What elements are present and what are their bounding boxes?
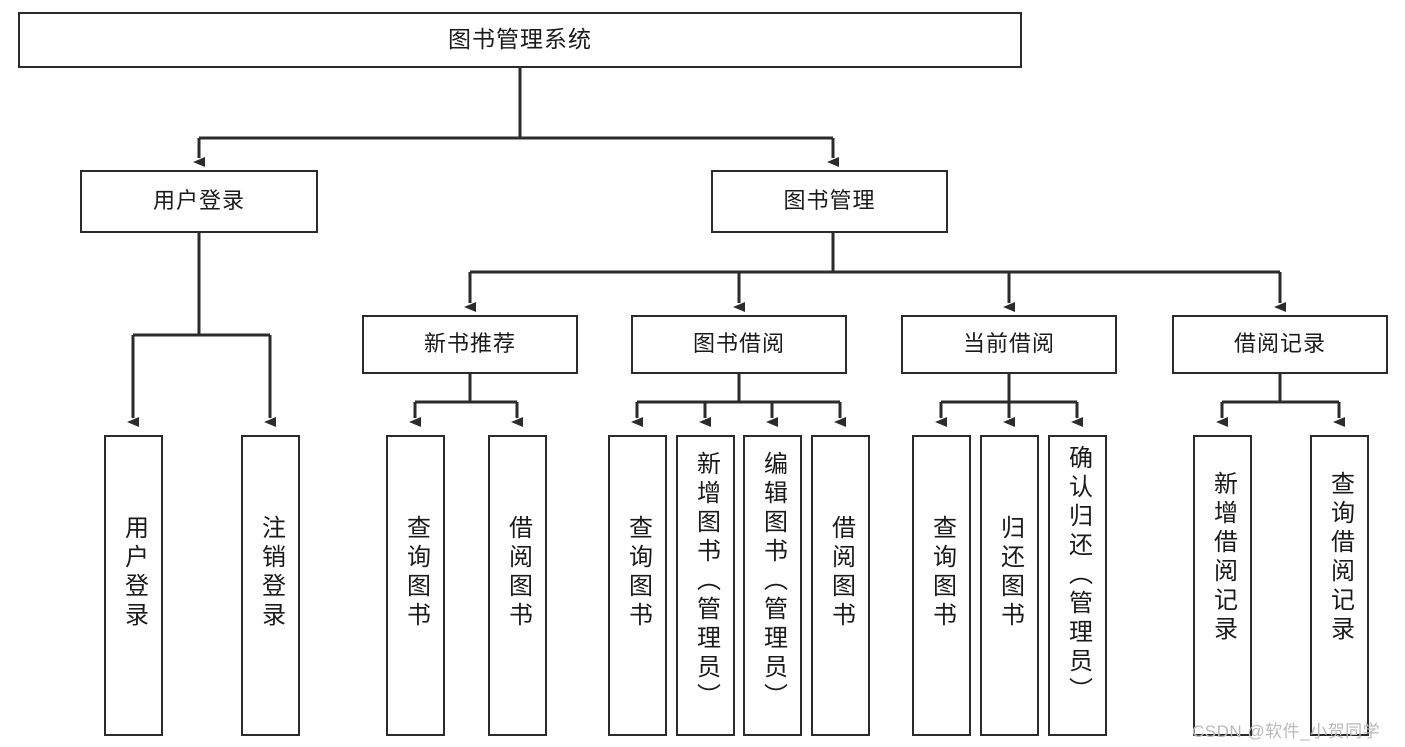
node-new-book-recommendation[interactable]: 新书推荐 bbox=[362, 315, 578, 374]
node-label: 新增图书（管理员） bbox=[692, 451, 720, 712]
node-book-borrow[interactable]: 图书借阅 bbox=[631, 315, 847, 374]
leaf-record-add[interactable]: 新增借阅记录 bbox=[1193, 435, 1252, 736]
node-label: 借阅记录 bbox=[1233, 331, 1326, 357]
leaf-current-confirm-return-admin[interactable]: 确认归还（管理员） bbox=[1048, 435, 1107, 736]
node-root-system[interactable]: 图书管理系统 bbox=[18, 12, 1022, 68]
node-label: 用户登录 bbox=[120, 515, 148, 631]
leaf-borrow-query-book[interactable]: 查询图书 bbox=[608, 435, 667, 736]
node-label: 注销登录 bbox=[257, 515, 285, 631]
node-label: 查询图书 bbox=[624, 515, 652, 631]
node-label: 用户登录 bbox=[152, 188, 245, 214]
node-label: 借阅图书 bbox=[827, 515, 855, 631]
node-label: 当前借阅 bbox=[962, 331, 1055, 357]
leaf-new-book-query[interactable]: 查询图书 bbox=[386, 435, 445, 736]
node-label: 查询借阅记录 bbox=[1326, 471, 1354, 645]
node-borrow-record[interactable]: 借阅记录 bbox=[1172, 315, 1388, 374]
node-label: 借阅图书 bbox=[504, 515, 532, 631]
node-label: 归还图书 bbox=[996, 515, 1024, 631]
node-user-login[interactable]: 用户登录 bbox=[80, 170, 318, 233]
leaf-user-login[interactable]: 用户登录 bbox=[104, 435, 163, 736]
node-label: 新增借阅记录 bbox=[1209, 471, 1237, 645]
node-label: 图书管理 bbox=[783, 188, 876, 214]
node-label: 图书借阅 bbox=[692, 331, 785, 357]
leaf-user-logout[interactable]: 注销登录 bbox=[241, 435, 300, 736]
leaf-current-return-book[interactable]: 归还图书 bbox=[980, 435, 1039, 736]
node-label: 新书推荐 bbox=[423, 331, 516, 357]
leaf-new-book-borrow[interactable]: 借阅图书 bbox=[488, 435, 547, 736]
leaf-borrow-borrow-book[interactable]: 借阅图书 bbox=[811, 435, 870, 736]
node-label: 确认归还（管理员） bbox=[1064, 445, 1092, 706]
node-label: 图书管理系统 bbox=[448, 26, 592, 53]
node-label: 查询图书 bbox=[928, 515, 956, 631]
leaf-record-query[interactable]: 查询借阅记录 bbox=[1310, 435, 1369, 736]
leaf-borrow-add-book-admin[interactable]: 新增图书（管理员） bbox=[676, 435, 735, 736]
leaf-current-query-book[interactable]: 查询图书 bbox=[912, 435, 971, 736]
node-label: 编辑图书（管理员） bbox=[759, 451, 787, 712]
leaf-borrow-edit-book-admin[interactable]: 编辑图书（管理员） bbox=[743, 435, 802, 736]
csdn-watermark: CSDN @软件_小贺同学 bbox=[1192, 722, 1381, 741]
node-label: 查询图书 bbox=[402, 515, 430, 631]
node-book-management[interactable]: 图书管理 bbox=[711, 170, 948, 233]
node-current-borrow[interactable]: 当前借阅 bbox=[901, 315, 1117, 374]
